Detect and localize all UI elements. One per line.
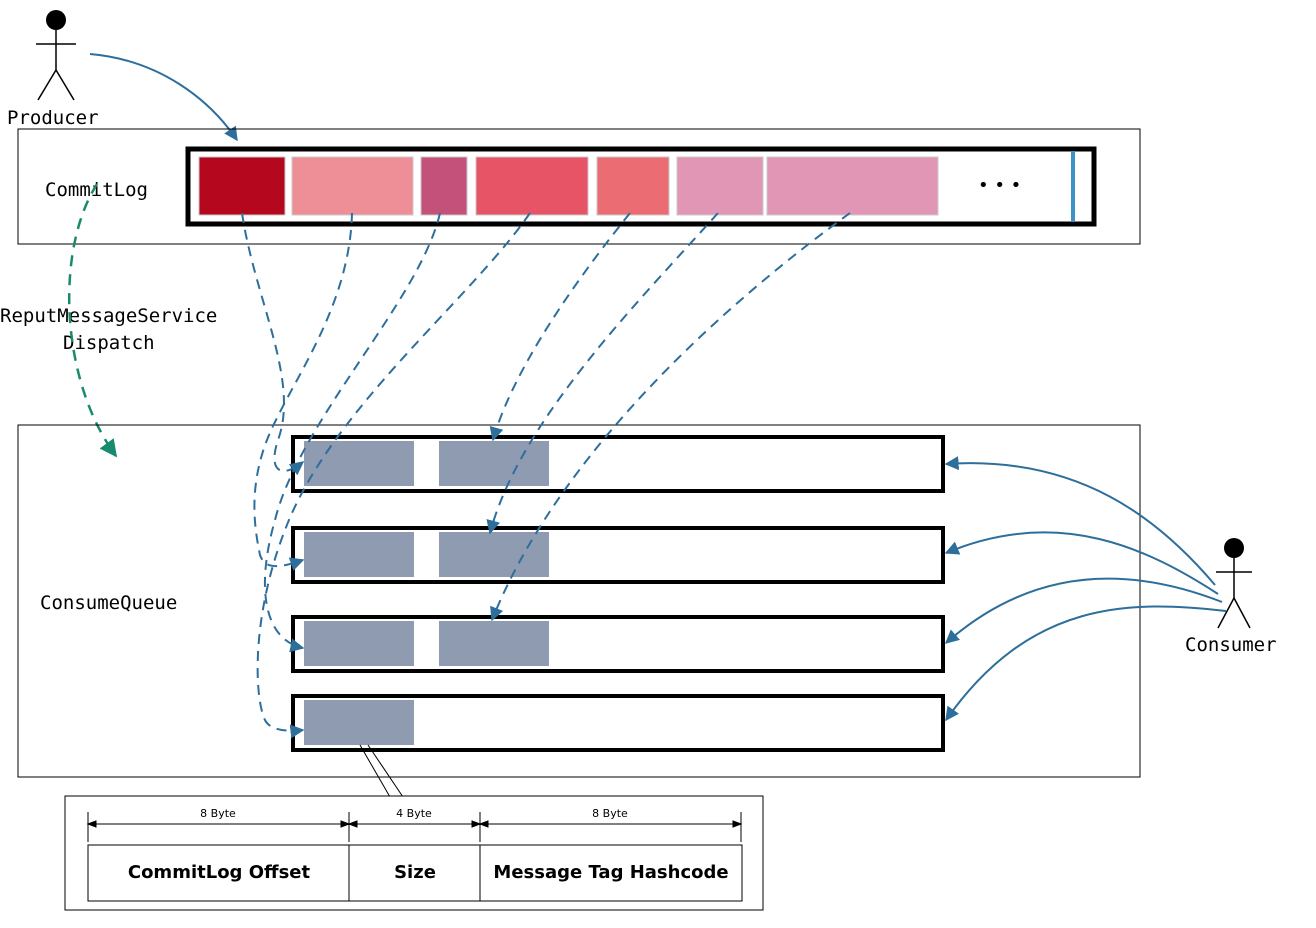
commitlog-message-7 [766,156,939,216]
commitlog-ellipsis: • • • [978,175,1021,196]
consumer-actor [1216,538,1252,629]
consumequeue-3-entry-1 [304,621,414,666]
consumequeue-label: ConsumeQueue [40,592,177,614]
consumequeue-4-entry-1 [304,700,414,745]
field-size-name: Size [394,862,436,883]
dispatch-mapping-arrows [241,212,851,739]
dispatch-arrow-msg5 [489,212,631,442]
commitlog-message-2 [291,156,414,216]
dispatch-arrow-msg3 [264,212,441,653]
commitlog-message-4 [475,156,589,216]
field-tag-hashcode-name: Message Tag Hashcode [493,862,728,883]
commitlog-label: CommitLog [45,179,148,201]
dispatch-arrow-msg1 [241,212,305,476]
entry-field-size [348,844,481,902]
commitlog-message-1 [198,156,286,216]
consumer-head [1224,538,1244,558]
field-hashcode-size: 8 Byte [592,807,628,820]
entry-field-tag-hashcode [479,844,743,902]
field-commitlog-offset-name: CommitLog Offset [128,862,311,883]
consumer-pull-arrow-q4 [945,605,1227,722]
producer-label: Producer [7,107,99,129]
dispatch-arrow-msg2 [253,212,353,571]
consumer-pull-arrows [944,456,1227,722]
commitlog-frame [17,128,1141,245]
consumer-pull-arrow-q2 [944,531,1219,595]
entry-field-commitlog-offset [87,844,350,902]
dispatch-arrow-msg7 [490,212,851,622]
commitlog-message-5 [596,156,670,216]
commitlog-message-3 [420,156,468,216]
dispatch-label-line1: ReputMessageService [0,305,217,327]
producer-head [46,10,66,30]
commitlog-message-6 [676,156,764,216]
consumequeue-frame [17,424,1141,778]
commitlog-blocks [198,156,939,216]
consumequeue-2-entry-2 [439,532,549,577]
dispatch-arrow-msg6 [486,212,719,535]
consumequeue-2-entry-1 [304,532,414,577]
field-size-size: 4 Byte [396,807,432,820]
entry-format-dimensions [86,812,743,842]
dispatch-arrow [67,183,118,458]
consumequeue-3-entry-2 [439,621,549,666]
consumequeue-queues [291,435,945,752]
dispatch-arrow-msg4 [256,212,531,739]
dispatch-label-line2: Dispatch [63,332,155,354]
consumequeue-1-entry-1 [304,441,414,486]
consumer-label: Consumer [1185,634,1277,656]
producer-actor [36,10,76,101]
producer-write-arrow [89,53,238,142]
consumer-pull-arrow-q1 [944,456,1216,586]
entry-format-callout [359,744,404,798]
consumer-pull-arrow-q3 [944,577,1223,644]
consumequeue-1-entry-2 [439,441,549,486]
field-offset-size: 8 Byte [200,807,236,820]
